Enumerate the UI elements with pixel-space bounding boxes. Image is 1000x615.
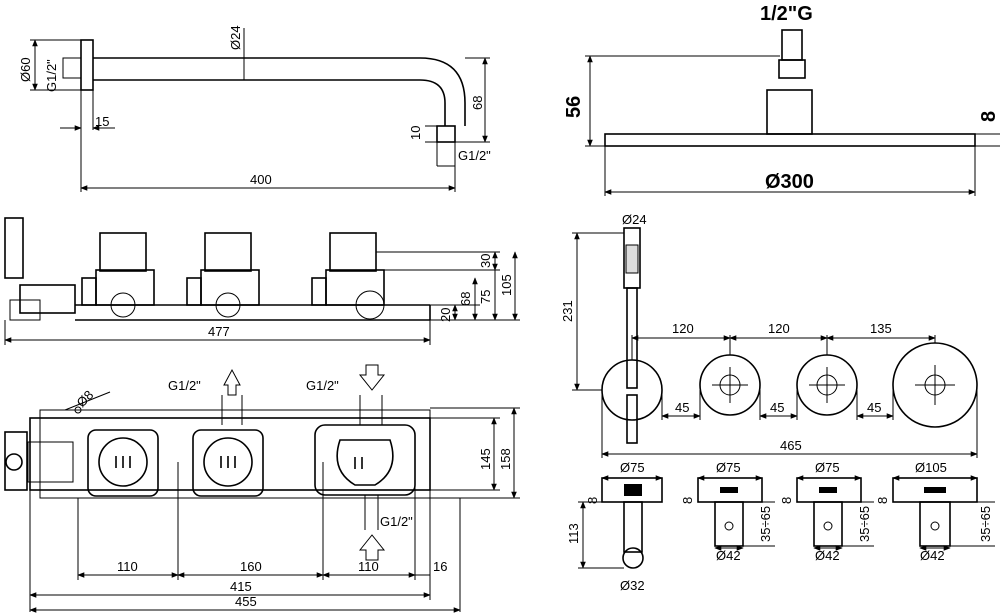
detail-dim-8d: 8 <box>875 497 890 504</box>
detail-dim-113: 113 <box>566 523 581 544</box>
detail-valve-2: Ø75 Ø42 8 35÷65 <box>779 460 874 563</box>
valve-body-3 <box>311 232 385 320</box>
spout-view: Ø60 G1/2" Ø24 15 10 68 G1/2" 400 <box>18 25 491 192</box>
side-dim-20: 20 <box>438 308 453 322</box>
knob-3 <box>892 342 978 428</box>
front-dim-45b: 45 <box>770 400 784 415</box>
side-dim-68: 68 <box>458 292 473 306</box>
front-dim-45a: 45 <box>675 400 689 415</box>
detail-dim-8c: 8 <box>779 497 794 504</box>
top-dim-110a: 110 <box>117 559 138 574</box>
top-dim-16: 16 <box>433 559 447 574</box>
side-dim-75: 75 <box>478 290 493 304</box>
top-dim-160: 160 <box>240 559 262 574</box>
front-dim-465: 465 <box>780 438 802 453</box>
spout-g-right-label: G1/2" <box>458 148 491 163</box>
front-dim-45c: 45 <box>867 400 881 415</box>
shower-head-view: 1/2"G 56 8 Ø300 <box>563 3 1000 196</box>
spout-dim-68: 68 <box>470 96 485 110</box>
top-g-b-label: G1/2" <box>306 378 339 393</box>
detail-holder: Ø75 Ø32 113 8 <box>566 460 663 593</box>
wall-flange <box>80 39 94 91</box>
detail-d105: Ø105 <box>915 460 947 475</box>
detail-r3565c: 35÷65 <box>978 506 993 542</box>
spout-g-left-label: G1/2" <box>44 59 59 92</box>
detail-r3565b: 35÷65 <box>857 506 872 542</box>
detail-d32: Ø32 <box>620 578 645 593</box>
detail-r3565a: 35÷65 <box>758 506 773 542</box>
side-dim-30: 30 <box>478 254 493 268</box>
head-arm <box>766 89 813 135</box>
detail-d42a: Ø42 <box>716 548 741 563</box>
inlet-arrow-b <box>358 364 386 391</box>
spout-d60-label: Ø60 <box>18 57 33 82</box>
box-top-view: Ø8 G1/2" G1/2" G1/2" 145 158 110 160 <box>4 364 520 613</box>
valve-body-2 <box>186 232 260 318</box>
spout-dim-15: 15 <box>95 114 109 129</box>
front-dim-120b: 120 <box>768 321 790 336</box>
detail-d42c: Ø42 <box>920 548 945 563</box>
front-dim-135: 135 <box>870 321 892 336</box>
head-dim-56: 56 <box>563 96 585 118</box>
spout-dim-10: 10 <box>408 126 423 140</box>
side-dim-105: 105 <box>499 274 514 296</box>
valve-top-2 <box>192 429 264 497</box>
detail-dim-8b: 8 <box>680 497 695 504</box>
box-frame <box>29 417 431 491</box>
knob-1 <box>699 354 761 416</box>
side-dim-477: 477 <box>208 324 230 339</box>
inlet-stub <box>62 57 82 79</box>
detail-valve-1: Ø75 Ø42 8 35÷65 <box>680 460 775 563</box>
front-dim-231: 231 <box>560 300 575 322</box>
valve-body-1 <box>81 232 155 318</box>
valve-top-3 <box>314 424 416 496</box>
detail-d75c: Ø75 <box>815 460 840 475</box>
box-side-view: 30 105 75 68 20 477 <box>4 217 520 345</box>
head-dim-8: 8 <box>978 111 1000 122</box>
spout-outlet <box>436 125 456 143</box>
top-dim-145: 145 <box>478 448 493 470</box>
spout-dim-400: 400 <box>250 172 272 187</box>
head-disc <box>604 133 976 147</box>
inlet-arrow-a <box>223 368 241 396</box>
head-d300: Ø300 <box>765 171 814 193</box>
detail-valve-3: Ø105 Ø42 8 35÷65 <box>875 460 995 563</box>
front-dim-120a: 120 <box>672 321 694 336</box>
valve-top-1 <box>87 429 159 497</box>
knob-2 <box>796 354 858 416</box>
top-g-c-label: G1/2" <box>380 514 413 529</box>
spout-arm <box>93 57 466 126</box>
outlet-arrow-c <box>358 534 386 561</box>
top-dim-415: 415 <box>230 579 252 594</box>
top-g-a-label: G1/2" <box>168 378 201 393</box>
top-dim-455: 455 <box>235 594 257 609</box>
front-panel-view: Ø24 231 12 <box>560 212 978 458</box>
detail-d75a: Ø75 <box>620 460 645 475</box>
top-dim-110b: 110 <box>358 559 379 574</box>
detail-d75b: Ø75 <box>716 460 741 475</box>
detail-d42b: Ø42 <box>815 548 840 563</box>
front-d24-label: Ø24 <box>622 212 647 227</box>
detail-views: Ø75 Ø32 113 8 Ø75 Ø42 8 35÷65 <box>566 460 995 593</box>
handset-holder <box>601 359 663 421</box>
head-g-label: 1/2"G <box>760 3 813 25</box>
top-dim-158: 158 <box>498 448 513 470</box>
detail-dim-8a: 8 <box>585 497 600 504</box>
spout-d24-label: Ø24 <box>228 25 243 50</box>
